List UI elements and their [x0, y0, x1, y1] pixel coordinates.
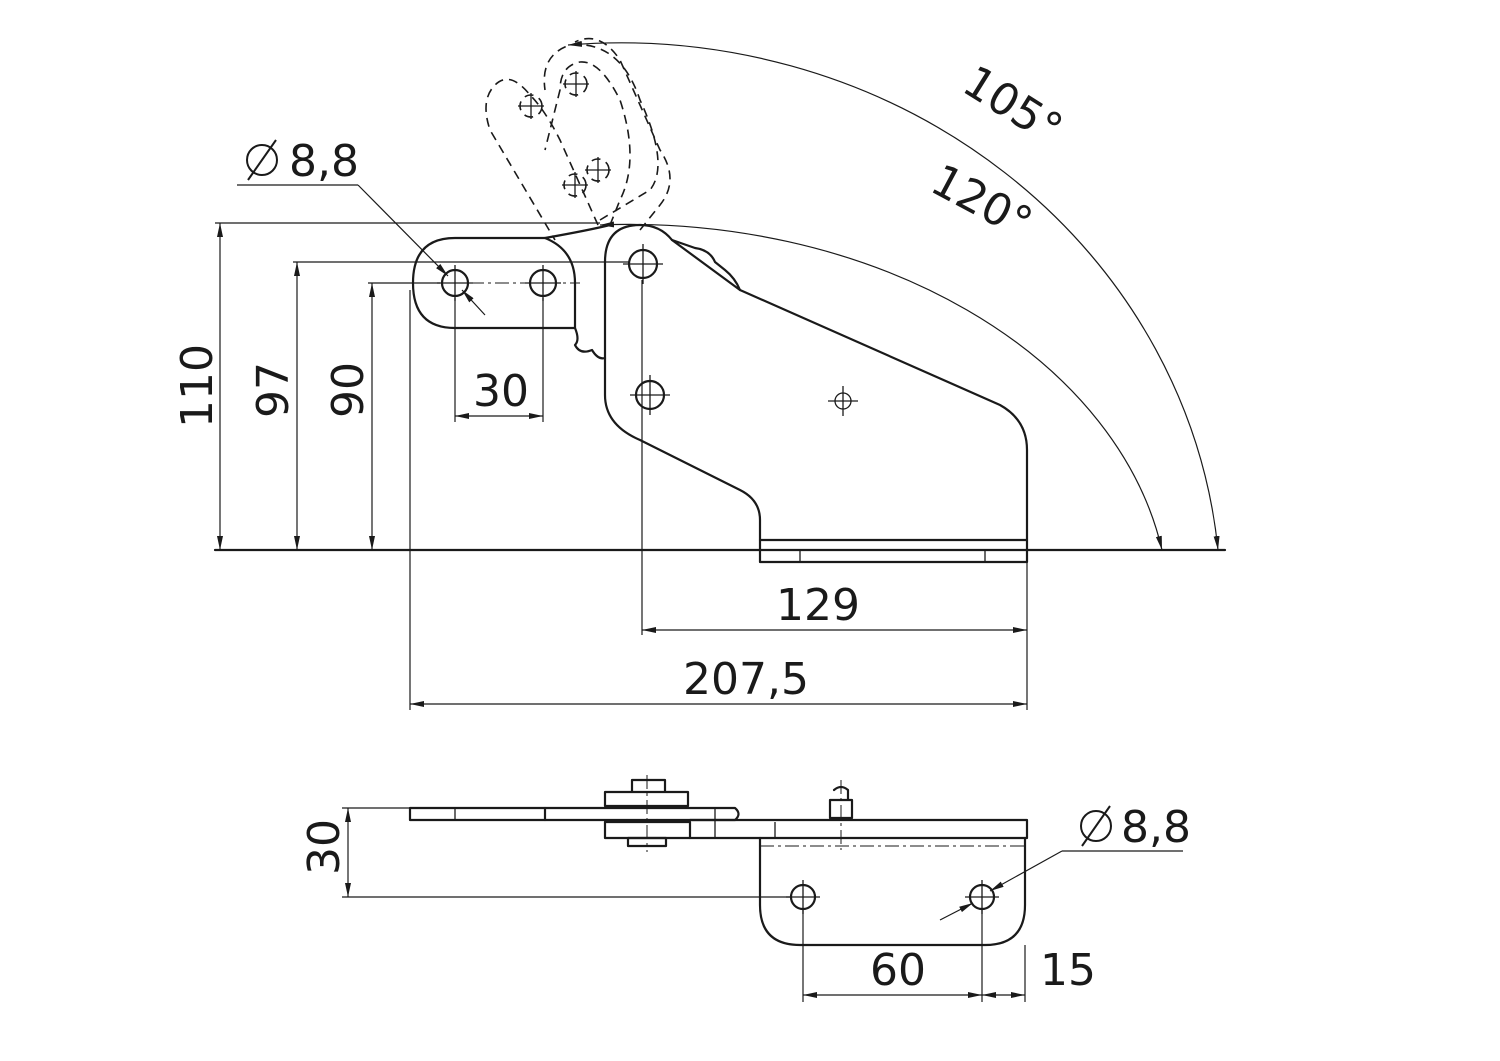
dim-length-129: 129: [776, 580, 860, 631]
flange-hole-1: [786, 880, 820, 914]
angle-arc-120: [599, 221, 1163, 551]
dim-hole-diameter-side: 8,8: [289, 136, 359, 187]
top-plate: [408, 806, 547, 822]
dim-thickness-30: 30: [299, 819, 350, 875]
lever-arm: [411, 223, 612, 360]
base-flange: [758, 836, 1027, 947]
dim-hole-spacing-30: 30: [473, 366, 529, 417]
arm-hole-1: [437, 265, 473, 301]
pivot-hole: [623, 244, 663, 284]
phantom-arm-positions: [485, 37, 671, 241]
base-hole-2: [828, 386, 858, 416]
flange-hole-2: [965, 880, 999, 914]
side-view: 105° 120° 8,8 30 110 97 90 129 207,5: [172, 37, 1227, 710]
top-view: 30 8,8 60 15: [299, 775, 1191, 1002]
diameter-icon-top: [1080, 805, 1112, 847]
base-bracket: [603, 223, 1029, 542]
dim-height-110: 110: [172, 344, 223, 428]
dim-hole-diameter-top: 8,8: [1121, 802, 1191, 853]
diameter-icon: [246, 139, 278, 181]
nut: [828, 785, 854, 820]
base-hole-1: [630, 375, 670, 415]
dim-height-97: 97: [248, 362, 299, 418]
dim-height-90: 90: [323, 362, 374, 418]
dim-edge-offset-15: 15: [1040, 945, 1096, 996]
pivot-bolt: [603, 778, 692, 848]
dim-length-207-5: 207,5: [683, 654, 809, 705]
angle-arc-105: [567, 40, 1220, 551]
dim-angle-120: 120°: [923, 155, 1041, 250]
dim-angle-105: 105°: [954, 56, 1071, 155]
dim-hole-spacing-60: 60: [870, 945, 926, 996]
